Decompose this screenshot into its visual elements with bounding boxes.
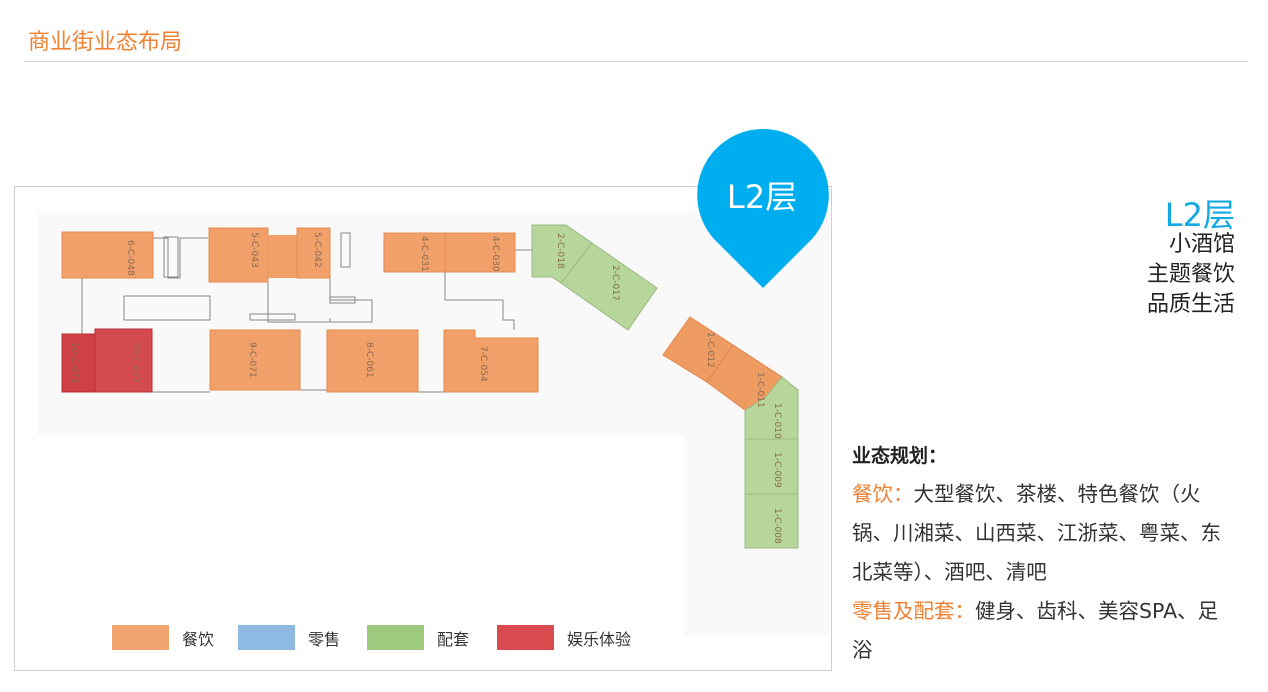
planning-dining: 餐饮：大型餐饮、茶楼、特色餐饮（火锅、川湘菜、山西菜、江浙菜、粤菜、东北菜等）、…	[852, 475, 1228, 592]
unit-1-C-009[interactable]	[744, 438, 799, 495]
corridor-lines	[81, 232, 532, 393]
unit-label: 7-C-054	[478, 346, 488, 382]
floor-feature: 小酒馆	[1168, 232, 1235, 257]
legend-label: 餐饮	[182, 629, 215, 649]
retail-text: 健身、齿科、美容SPA、足浴	[852, 599, 1219, 662]
legend-label: 零售	[308, 629, 341, 649]
unit-label: 9-C-071	[247, 342, 257, 378]
unit-4-C-030[interactable]	[444, 232, 516, 273]
unit-6-C-048[interactable]	[61, 231, 154, 279]
unit-label: 1-C-011	[755, 372, 765, 408]
legend-retail: 零售	[238, 625, 340, 650]
legend-dining: 餐饮	[112, 625, 214, 650]
unit-9-C-071[interactable]	[209, 329, 301, 391]
planning-body: 餐饮：大型餐饮、茶楼、特色餐饮（火锅、川湘菜、山西菜、江浙菜、粤菜、东北菜等）、…	[852, 475, 1228, 670]
unit-2-C-017[interactable]	[560, 242, 658, 331]
unit-shapes	[61, 224, 799, 549]
unit-4-C-031[interactable]	[383, 232, 446, 273]
unit-10-C-078[interactable]	[61, 333, 97, 393]
unit-label: 10-C-078	[69, 342, 79, 384]
unit-1-C-008[interactable]	[744, 493, 799, 549]
unit-label: 2-C-018	[555, 233, 565, 269]
unit-label: 5-C-042	[312, 232, 322, 268]
unit-corridor-shop	[268, 235, 298, 278]
unit-label: 6-C-048	[125, 240, 135, 276]
legend-label: 配套	[437, 629, 470, 649]
pin-label: L2层	[727, 178, 797, 216]
unit-label: 8-C-061	[364, 342, 374, 378]
retail-label: 零售及配套：	[852, 599, 975, 623]
unit-labels: 6-C-048 5-C-043 5-C-042 4-C-031 4-C-030 …	[69, 232, 782, 544]
unit-label: 1-C-008	[772, 508, 782, 544]
floor-pin: L2层	[697, 129, 829, 288]
legend-swatch	[238, 625, 295, 650]
legend-swatch	[367, 625, 424, 650]
unit-8-C-061[interactable]	[326, 329, 419, 393]
unit-10-C-077[interactable]	[94, 328, 153, 393]
unit-label: 4-C-030	[490, 236, 500, 272]
unit-label: 1-C-009	[772, 452, 782, 488]
unit-7-C-054[interactable]	[443, 329, 539, 393]
dining-text: 大型餐饮、茶楼、特色餐饮（火锅、川湘菜、山西菜、江浙菜、粤菜、东北菜等）、酒吧、…	[852, 482, 1221, 584]
planning-retail: 零售及配套：健身、齿科、美容SPA、足浴	[852, 592, 1228, 670]
floor-features: 小酒馆 主题餐饮 品质生活	[1147, 230, 1235, 320]
unit-5-C-043[interactable]	[208, 227, 269, 283]
unit-label: 10-C-077	[130, 342, 140, 383]
unit-label: 4-C-031	[419, 236, 429, 272]
unit-label: 1-C-010	[772, 403, 782, 439]
map-pin-icon	[697, 129, 829, 288]
legend-swatch	[112, 625, 169, 650]
planning-heading: 业态规划：	[852, 445, 948, 467]
legend-support: 配套	[367, 625, 469, 650]
legend-entertainment: 娱乐体验	[497, 625, 631, 650]
legend-swatch	[497, 625, 554, 650]
dining-label: 餐饮：	[852, 482, 914, 506]
unit-label: 2-C-017	[610, 265, 620, 301]
unit-5-C-042[interactable]	[296, 227, 331, 279]
page-title: 商业街业态布局	[28, 30, 183, 55]
floor-title: L2层	[1164, 196, 1235, 234]
title-divider	[24, 61, 1248, 62]
legend-label: 娱乐体验	[567, 629, 632, 649]
floor-plan-frame	[14, 186, 832, 671]
floor-feature: 品质生活	[1146, 292, 1235, 317]
unit-label: 5-C-043	[249, 232, 259, 268]
unit-label: 1-C-012	[705, 332, 715, 368]
floor-feature: 主题餐饮	[1146, 262, 1235, 287]
